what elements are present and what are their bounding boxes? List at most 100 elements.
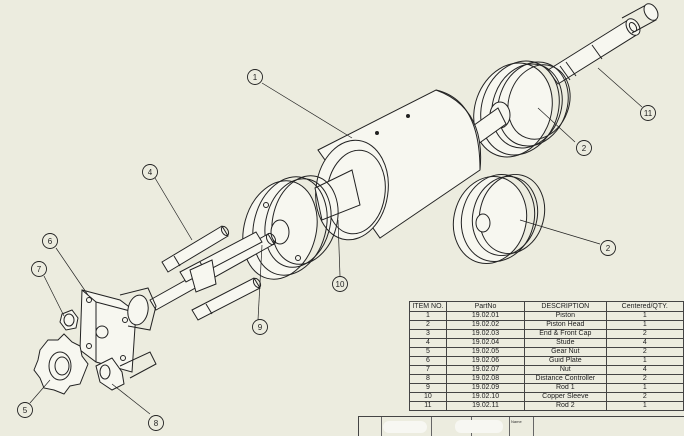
bom-header-description: DESCRIPTION	[524, 301, 607, 312]
balloon-10: 10	[332, 276, 348, 292]
bom-cell-item-no: 5	[409, 347, 447, 357]
bom-cell-part-no: 19.02.07	[445, 365, 526, 375]
svg-text:1: 1	[253, 73, 258, 82]
svg-text:4: 4	[148, 168, 153, 177]
balloon-2-upper: 2	[576, 140, 592, 156]
title-block: Name	[358, 416, 684, 436]
balloon-7: 7	[31, 261, 47, 277]
bom-cell-part-no: 19.02.01	[445, 311, 526, 321]
bom-cell-description: Guid Plate	[524, 356, 607, 366]
svg-text:8: 8	[154, 419, 159, 428]
svg-text:11: 11	[644, 109, 653, 118]
bom-cell-qty: 1	[605, 401, 684, 411]
distance-controller-part	[95, 351, 157, 391]
bom-cell-part-no: 19.02.10	[445, 392, 526, 402]
bom-cell-description: Distance Controller	[524, 374, 607, 384]
bom-cell-qty: 1	[605, 320, 684, 330]
bom-cell-item-no: 9	[409, 383, 447, 393]
bom-cell-qty: 4	[605, 365, 684, 375]
bom-cell-description: Rod 2	[524, 401, 607, 411]
redacted-area	[383, 421, 427, 433]
bom-cell-description: Gear Nut	[524, 347, 607, 357]
balloon-9: 9	[252, 319, 268, 335]
bom-cell-part-no: 19.02.09	[445, 383, 526, 393]
bom-cell-description: Piston Head	[524, 320, 607, 330]
nut-part	[59, 309, 79, 331]
bom-cell-part-no: 19.02.11	[445, 401, 526, 411]
bill-of-materials-table: ITEM NO. PartNo DESCRIPTION Centered/QTY…	[409, 301, 684, 411]
bom-cell-item-no: 4	[409, 338, 447, 348]
bom-cell-qty: 2	[605, 347, 684, 357]
bom-cell-part-no: 19.02.05	[445, 347, 526, 357]
bom-cell-description: Copper Sleeve	[524, 392, 607, 402]
guide-plate-part	[79, 259, 217, 373]
title-block-name-label: Name	[511, 419, 522, 424]
bom-cell-item-no: 1	[409, 311, 447, 321]
bom-cell-description: Piston	[524, 311, 607, 321]
bom-cell-item-no: 3	[409, 329, 447, 339]
bom-cell-qty: 1	[605, 311, 684, 321]
bom-cell-description: Nut	[524, 365, 607, 375]
bom-header-qty: Centered/QTY.	[605, 301, 684, 312]
stud-upper	[161, 225, 230, 273]
balloon-8: 8	[148, 415, 164, 431]
svg-text:2: 2	[582, 144, 587, 153]
end-cap-upper-right	[469, 60, 571, 158]
svg-text:5: 5	[23, 406, 28, 415]
gear-nut-part	[33, 333, 89, 395]
bom-cell-qty: 2	[605, 329, 684, 339]
balloon-4: 4	[142, 164, 158, 180]
bom-cell-qty: 1	[605, 383, 684, 393]
bom-cell-part-no: 19.02.03	[445, 329, 526, 339]
bom-cell-part-no: 19.02.06	[445, 356, 526, 366]
title-block-cell: Name	[509, 417, 534, 436]
bom-cell-item-no: 7	[409, 365, 447, 375]
bom-header-item-no: ITEM NO.	[409, 301, 447, 312]
bom-header-part-no: PartNo	[445, 301, 526, 312]
leader-lines	[29, 67, 643, 415]
bom-cell-qty: 1	[605, 356, 684, 366]
bom-cell-part-no: 19.02.04	[445, 338, 526, 348]
bom-cell-item-no: 11	[409, 401, 447, 411]
svg-text:7: 7	[37, 265, 42, 274]
bom-cell-qty: 2	[605, 374, 684, 384]
bom-cell-description: End & Front Cap	[524, 329, 607, 339]
balloon-2-lower: 2	[600, 240, 616, 256]
bom-cell-part-no: 19.02.02	[445, 320, 526, 330]
bom-header-row: ITEM NO. PartNo DESCRIPTION Centered/QTY…	[409, 301, 684, 312]
title-block-cell	[471, 417, 510, 436]
piston-head-lower-right	[452, 173, 546, 265]
bom-cell-qty: 4	[605, 338, 684, 348]
balloon-6: 6	[42, 233, 58, 249]
balloon-5: 5	[17, 402, 33, 418]
bom-cell-qty: 2	[605, 392, 684, 402]
title-block-cell	[381, 417, 432, 436]
svg-text:6: 6	[48, 237, 53, 246]
svg-text:10: 10	[336, 280, 345, 289]
redacted-area	[455, 420, 503, 433]
bom-cell-description: Rod 1	[524, 383, 607, 393]
svg-text:2: 2	[606, 244, 611, 253]
balloon-11: 11	[640, 105, 656, 121]
title-block-cell	[359, 417, 382, 436]
rod-2-part	[547, 3, 659, 85]
balloon-1: 1	[247, 69, 263, 85]
bom-cell-item-no: 2	[409, 320, 447, 330]
bom-cell-item-no: 10	[409, 392, 447, 402]
bom-cell-description: Stude	[524, 338, 607, 348]
title-block-cell	[533, 417, 684, 436]
svg-text:9: 9	[258, 323, 263, 332]
bom-cell-item-no: 8	[409, 374, 447, 384]
